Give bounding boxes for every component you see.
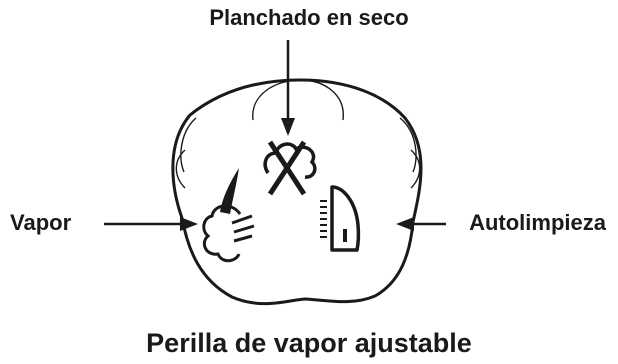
steam-label: Vapor bbox=[10, 210, 72, 235]
iron-self-clean-icon bbox=[320, 185, 361, 252]
knob-grip-contours bbox=[175, 79, 421, 189]
steam-cloud-icon bbox=[202, 168, 255, 263]
knob-title: Perilla de vapor ajustable bbox=[146, 328, 472, 358]
self-clean-label: Autolimpieza bbox=[469, 210, 606, 235]
steam-crossed-icon bbox=[263, 140, 317, 196]
pointer-arrows bbox=[104, 40, 446, 231]
dry-ironing-label: Planchado en seco bbox=[209, 5, 409, 30]
knob-outline bbox=[171, 78, 423, 306]
